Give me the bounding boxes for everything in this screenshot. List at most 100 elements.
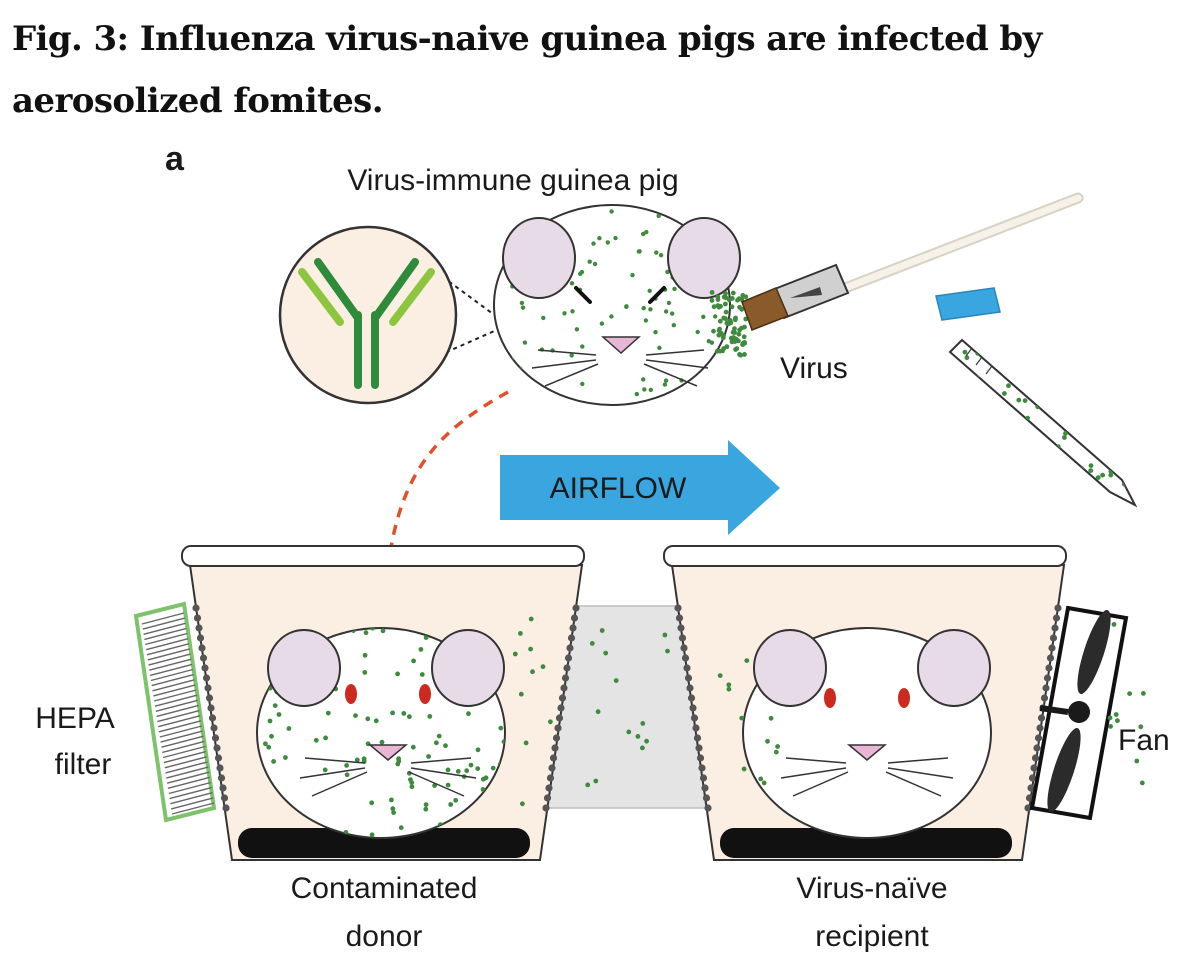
hepa-pleat: [160, 730, 203, 743]
virus-particle: [362, 652, 368, 658]
virus-particle: [530, 669, 535, 675]
virus-particle: [480, 787, 486, 792]
cage-perforation: [557, 704, 565, 712]
virus-particle: [773, 749, 779, 755]
virus-particle: [373, 718, 379, 724]
virus-particle: [1025, 415, 1030, 421]
hepa-pleat: [144, 627, 187, 641]
hepa-pleat: [168, 781, 211, 795]
virus-particle: [641, 377, 646, 382]
virus-particle: [263, 741, 268, 747]
virus-particle: [1024, 362, 1030, 368]
virus-particle: [1141, 691, 1146, 696]
cage-perforation: [202, 674, 211, 682]
cage-perforation: [567, 634, 576, 642]
virus-particle: [726, 393, 730, 399]
hepa-pleat: [170, 792, 213, 805]
cage-perforation: [695, 744, 703, 752]
virus-particle: [379, 739, 385, 745]
cage-perforation: [563, 664, 571, 672]
virus-particle: [1111, 622, 1117, 627]
hepa-pleat: [143, 622, 186, 635]
virus-particle: [1042, 481, 1048, 487]
virus-particle: [362, 670, 368, 675]
virus-particle: [720, 335, 726, 341]
virus-label: Virus: [780, 352, 848, 385]
virus-particle: [411, 658, 416, 664]
virus-particle: [761, 780, 767, 786]
virus-particle: [670, 311, 675, 316]
hepa-pleat: [148, 653, 191, 666]
cage-perforation: [199, 654, 208, 662]
virus-particle: [686, 385, 691, 391]
virus-particle: [519, 300, 525, 306]
virus-particle: [643, 318, 649, 323]
virus-particle: [701, 314, 706, 319]
virus-particle: [964, 458, 970, 464]
virus-particle: [536, 396, 541, 401]
panel-label: a: [165, 140, 185, 178]
cage-perforation: [193, 614, 202, 622]
cage-perforation: [220, 794, 229, 802]
virus-particle: [1089, 497, 1095, 503]
virus-particle: [1045, 404, 1051, 409]
hepa-pleat: [163, 750, 207, 764]
virus-particle: [1096, 344, 1101, 350]
cage-perforation: [208, 714, 217, 722]
virus-particle: [1063, 497, 1068, 502]
cage-perforation: [207, 704, 215, 712]
virus-particle: [724, 320, 730, 326]
virus-particle: [775, 744, 780, 749]
recipient-guinea-pig: [742, 627, 992, 839]
virus-particle: [496, 382, 502, 388]
cage-perforation: [1028, 774, 1037, 782]
virus-particle: [700, 375, 705, 380]
virus-particle: [587, 259, 592, 264]
virus-particle: [1006, 383, 1011, 389]
virus-particle: [737, 327, 742, 333]
virus-particle: [732, 326, 737, 331]
virus-particle: [401, 711, 407, 716]
virus-particle: [980, 351, 986, 356]
cage-perforation: [560, 684, 568, 692]
virus-particle: [613, 678, 619, 683]
cage-perforation: [564, 654, 573, 662]
virus-particle: [740, 293, 746, 298]
cage-perforation: [554, 724, 562, 732]
hepa-pleat: [162, 745, 206, 759]
virus-particle: [524, 387, 529, 392]
virus-particle: [717, 326, 722, 332]
virus-particle: [1077, 388, 1082, 394]
virus-particle: [464, 768, 470, 774]
virus-particle: [591, 241, 596, 246]
virus-particle: [1099, 393, 1104, 399]
virus-particle: [423, 806, 429, 812]
virus-particle: [730, 329, 736, 335]
virus-particle: [1042, 381, 1048, 387]
cage-perforation: [689, 704, 697, 712]
virus-particle: [369, 800, 375, 806]
virus-particle: [711, 328, 716, 334]
virus-particle: [391, 810, 396, 815]
virus-particle: [724, 401, 729, 405]
virus-particle: [727, 318, 733, 323]
virus-particle: [569, 353, 574, 358]
virus-particle: [717, 318, 723, 324]
virus-particle: [720, 348, 725, 354]
virus-particle: [389, 797, 394, 803]
virus-particle: [1031, 374, 1037, 380]
virus-particle: [641, 306, 646, 311]
virus-particle: [1016, 397, 1022, 403]
virus-particle: [1055, 368, 1061, 374]
virus-particle: [490, 765, 496, 771]
virus-particle: [1108, 724, 1113, 729]
virus-particle: [700, 380, 705, 386]
virus-particle: [574, 327, 580, 332]
virus-particle: [1012, 444, 1018, 449]
virus-particle: [271, 759, 276, 764]
cage-perforation: [704, 804, 712, 812]
antibody-icon: [298, 258, 435, 389]
virus-particle: [423, 635, 429, 640]
hepa-pleat: [155, 699, 198, 712]
virus-particle: [363, 630, 369, 636]
